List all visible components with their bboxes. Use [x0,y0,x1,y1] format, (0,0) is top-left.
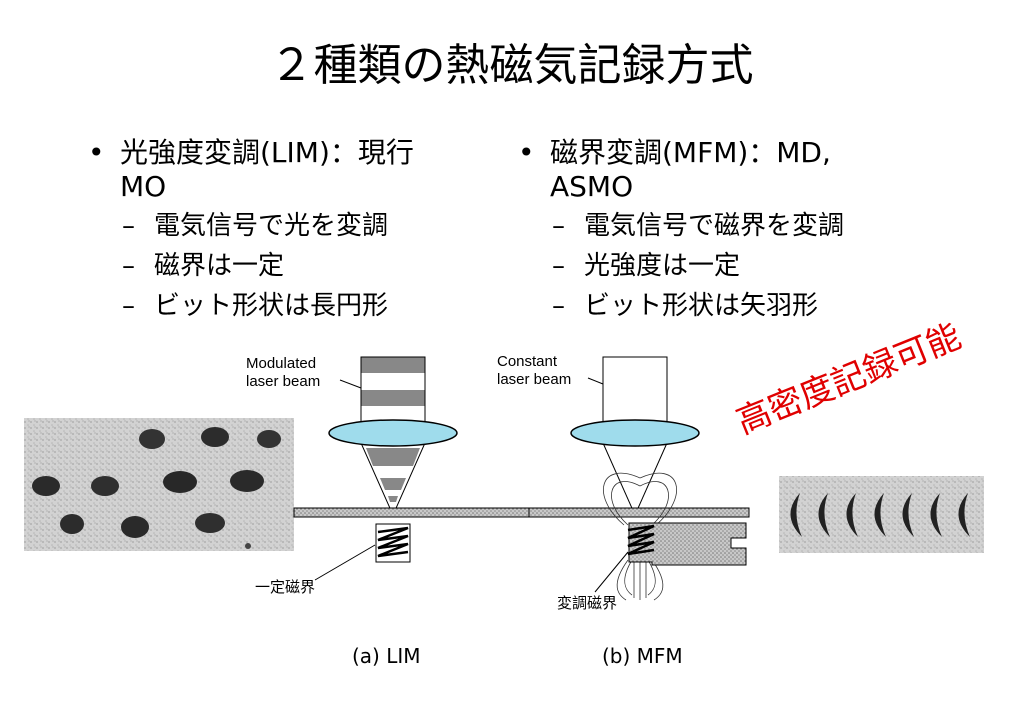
left-column: • 光強度変調(LIM)：現行 MO – 電気信号で光を変調 – 磁界は一定 –… [88,136,508,326]
mfm-beam-label-line1: Constant [497,353,558,370]
mfm-beam-label-line2: laser beam [497,371,572,388]
lim-caption: (a) LIM [352,644,421,668]
lim-beam-label-line2: laser beam [246,373,321,390]
lim-field-label: 一定磁界 [255,578,316,596]
lim-beam-label: Modulated laser beam [246,355,320,391]
dash-icon: – [122,291,135,321]
lim-field-leader [314,544,376,581]
bullet-icon: • [518,136,535,169]
right-item: – 電気信号で磁界を変調 [546,206,938,246]
lim-beam-leader [339,379,362,389]
mfm-caption: (b) MFM [602,644,683,668]
right-item-text: 光強度は一定 [584,251,741,281]
mfm-field-leader [594,551,629,593]
mfm-bit-micrograph [779,476,984,553]
left-item-text: 磁界は一定 [154,251,285,281]
left-heading-line1: 光強度変調(LIM)：現行 [120,136,414,169]
mfm-field-lines [603,472,677,601]
dash-icon: – [552,291,565,321]
right-item-text: 電気信号で磁界を変調 [584,211,845,241]
right-heading-line1: 磁界変調(MFM)：MD, [550,136,831,169]
right-item-text: ビット形状は矢羽形 [584,291,819,321]
left-item: – 電気信号で光を変調 [116,206,508,246]
mfm-field-label: 変調磁界 [557,594,618,612]
lim-beam-label-line1: Modulated [246,355,317,372]
dash-icon: – [122,251,135,281]
bullet-icon: • [88,136,105,169]
mfm-beam-leader [587,377,604,385]
lim-lens [328,419,458,447]
left-heading: • 光強度変調(LIM)：現行 MO [88,136,508,204]
left-item-text: 電気信号で光を変調 [154,211,389,241]
dash-icon: – [552,211,565,241]
slide-title: ２種類の熱磁気記録方式 [269,40,754,91]
dash-icon: – [122,211,135,241]
mfm-lens [570,419,700,447]
right-item: – ビット形状は矢羽形 [546,286,938,326]
right-heading: • 磁界変調(MFM)：MD, ASMO [518,136,938,204]
left-heading-line2: MO [120,170,167,203]
right-item: – 光強度は一定 [546,246,938,286]
left-item: – 磁界は一定 [116,246,508,286]
mfm-beam-label: Constant laser beam [497,353,571,389]
lim-constant-magnet [375,523,411,563]
left-item-text: ビット形状は長円形 [154,291,389,321]
right-heading-line2: ASMO [550,170,634,203]
lim-disk-layer [293,507,532,518]
right-column: • 磁界変調(MFM)：MD, ASMO – 電気信号で磁界を変調 – 光強度は… [518,136,938,326]
left-item: – ビット形状は長円形 [116,286,508,326]
lim-converging-beam [360,442,426,517]
dash-icon: – [552,251,565,281]
mfm-disk-layer [528,507,750,518]
mfm-modulating-head [627,522,747,566]
lim-bit-micrograph [24,418,294,551]
mfm-converging-beam [602,442,668,516]
